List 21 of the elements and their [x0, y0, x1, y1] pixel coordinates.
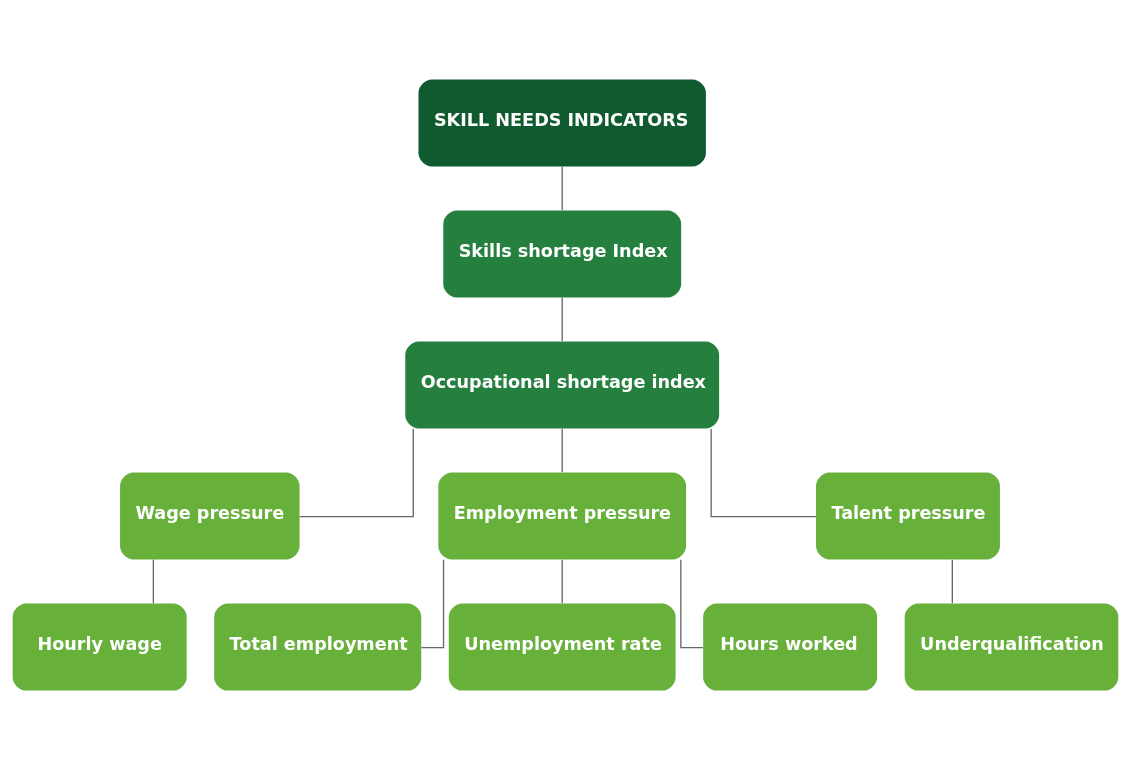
- connector: [561, 427, 563, 473]
- connector: [561, 558, 563, 604]
- connector: [298, 427, 414, 517]
- node-box: Unemployment rate: [448, 603, 676, 691]
- node-box: SKILL NEEDS INDICATORS: [418, 78, 706, 166]
- node-box: Occupational shortage index: [405, 341, 720, 428]
- node-box: Hours worked: [703, 603, 878, 691]
- node-box: Underqualification: [904, 603, 1119, 691]
- connector: [152, 558, 154, 604]
- node-box: Total employment: [214, 603, 422, 691]
- connector: [710, 427, 817, 517]
- node-box: Hourly wage: [12, 603, 187, 691]
- node-box: Employment pressure: [438, 472, 687, 560]
- node-box: Skills shortage Index: [443, 209, 682, 297]
- node-box: Wage pressure: [120, 472, 300, 560]
- connector: [561, 296, 563, 342]
- connector: [561, 165, 563, 211]
- connector: [680, 558, 704, 648]
- connector: [951, 558, 953, 604]
- connector: [420, 558, 445, 648]
- node-box: Talent pressure: [816, 472, 1000, 560]
